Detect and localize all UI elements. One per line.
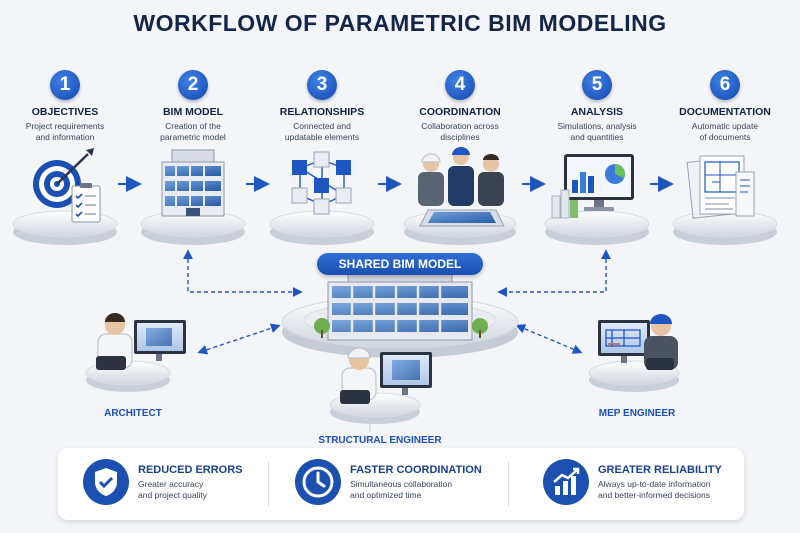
structural-engineer-label: STRUCTURAL ENGINEER: [318, 435, 442, 446]
step-number-badge: 3: [307, 70, 337, 100]
step-desc-line: and information: [35, 132, 95, 142]
benefit-desc-line: and better-informed decisions: [598, 490, 710, 500]
architect-figure: [85, 313, 186, 392]
team-icon: [418, 147, 505, 227]
benefit-separator: [508, 462, 509, 506]
step-title: COORDINATION: [419, 106, 501, 118]
shared-building-icon: [314, 267, 488, 341]
step-title: DOCUMENTATION: [679, 106, 771, 118]
mep-engineer-figure: [588, 314, 680, 392]
benefit-desc-line: Always up-to-date information: [598, 479, 711, 489]
benefit-desc-line: Greater accuracy: [138, 479, 204, 489]
benefit-desc-line: and project quality: [138, 490, 207, 500]
step-desc-line: Simulations, analysis: [557, 121, 637, 131]
building-icon: [161, 149, 225, 217]
mep-engineer-label: MEP ENGINEER: [598, 408, 676, 419]
target-checklist-icon: [33, 148, 101, 223]
dashed-connectors: [183, 249, 611, 355]
growth-chart-icon: [543, 459, 589, 505]
step-title: BIM MODEL: [162, 106, 224, 118]
benefit-separator: [268, 462, 269, 506]
step-number-badge: 1: [50, 70, 80, 100]
step-title: ANALYSIS: [570, 106, 624, 118]
step-platforms: [12, 210, 778, 245]
shared-bim-model-label: SHARED BIM MODEL: [317, 253, 483, 275]
benefit-title: GREATER RELIABILITY: [598, 464, 722, 476]
shield-check-icon: [83, 459, 129, 505]
benefit-title: FASTER COORDINATION: [350, 464, 482, 476]
step-desc-line: parametric model: [160, 132, 226, 142]
step-desc-line: Project requirements: [25, 121, 105, 131]
step-desc-line: of documents: [699, 132, 751, 142]
clock-icon: [295, 459, 341, 505]
step-desc-line: Connected and: [293, 121, 351, 131]
benefit-desc-line: Simultaneous collaboration: [350, 479, 453, 489]
step-number-badge: 4: [445, 70, 475, 100]
step-desc-line: Creation of the: [165, 121, 221, 131]
platform-2: [140, 210, 246, 245]
step-number-badge: 6: [710, 70, 740, 100]
documents-icon: [686, 155, 755, 219]
step-desc-line: Collaboration across: [421, 121, 499, 131]
platform-6: [672, 210, 778, 245]
platform-3: [269, 210, 375, 245]
step-title: OBJECTIVES: [31, 106, 99, 118]
benefit-title: REDUCED ERRORS: [138, 464, 243, 476]
architect-label: ARCHITECT: [104, 408, 162, 419]
benefit-desc-line: and optimized time: [350, 490, 422, 500]
step-title: RELATIONSHIPS: [279, 106, 365, 118]
step-desc-line: and quantities: [570, 132, 624, 142]
step-desc-line: disciplines: [440, 132, 480, 142]
step-desc-line: Automatic update: [691, 121, 759, 131]
step-number-badge: 5: [582, 70, 612, 100]
step-desc-line: updatable elements: [284, 132, 360, 142]
structural-engineer-figure: [329, 347, 432, 424]
page-title: WORKFLOW OF PARAMETRIC BIM MODELING: [133, 10, 667, 36]
analytics-monitor-icon: [551, 154, 634, 219]
platform-1: [12, 210, 118, 245]
step-number-badge: 2: [178, 70, 208, 100]
cube-network-icon: [291, 151, 352, 215]
